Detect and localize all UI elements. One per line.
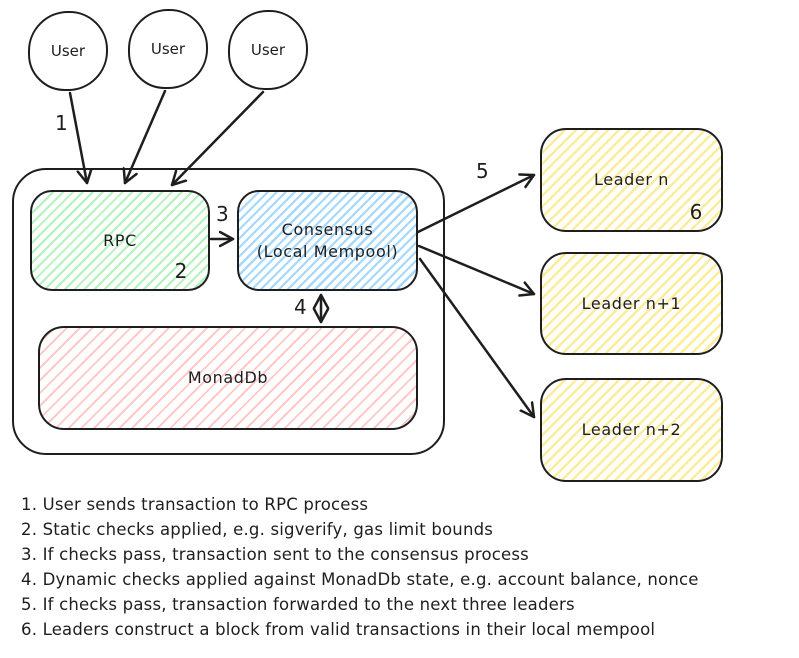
rpc-box-label: RPC — [103, 230, 137, 250]
user-node-1: User — [28, 11, 108, 91]
step-item-1: 1. User sends transaction to RPC process — [21, 495, 369, 514]
user-node-1-label: User — [50, 42, 86, 60]
consensus-box-label-line1: Consensus — [281, 219, 374, 239]
step-item-2: 2. Static checks applied, e.g. sigverify… — [21, 520, 494, 539]
step-item-5: 5. If checks pass, transaction forwarded… — [21, 595, 575, 614]
arrow-label-5: 5 — [476, 159, 489, 183]
monaddb-box: MonadDb — [38, 326, 418, 430]
leader-n-box: Leader n 6 — [540, 128, 723, 232]
arrow-label-1: 1 — [55, 111, 68, 135]
step-item-4: 4. Dynamic checks applied against MonadD… — [21, 570, 699, 589]
user-node-2: User — [128, 9, 208, 89]
consensus-box: Consensus (Local Mempool) — [237, 190, 418, 291]
rpc-box: RPC 2 — [30, 190, 210, 291]
leader-n-label: Leader n — [594, 170, 669, 189]
leader-n1-label: Leader n+1 — [581, 293, 682, 313]
monaddb-box-label: MonadDb — [187, 368, 269, 387]
leader-n1-box: Leader n+1 — [540, 252, 723, 355]
arrow-label-4: 4 — [294, 295, 307, 319]
step-2-badge: 2 — [174, 259, 188, 283]
step-item-6: 6. Leaders construct a block from valid … — [21, 620, 656, 639]
step-6-badge: 6 — [689, 200, 703, 224]
user-node-3: User — [228, 10, 308, 90]
leader-n2-label: Leader n+2 — [581, 420, 682, 439]
step-list: 1. User sends transaction to RPC process… — [21, 492, 799, 642]
user-node-2-label: User — [150, 40, 186, 58]
leader-n2-box: Leader n+2 — [540, 378, 723, 482]
user-node-3-label: User — [250, 41, 286, 59]
arrow-label-3: 3 — [216, 202, 229, 226]
step-item-3: 3. If checks pass, transaction sent to t… — [21, 545, 529, 564]
consensus-box-label-line2: (Local Mempool) — [256, 241, 399, 261]
